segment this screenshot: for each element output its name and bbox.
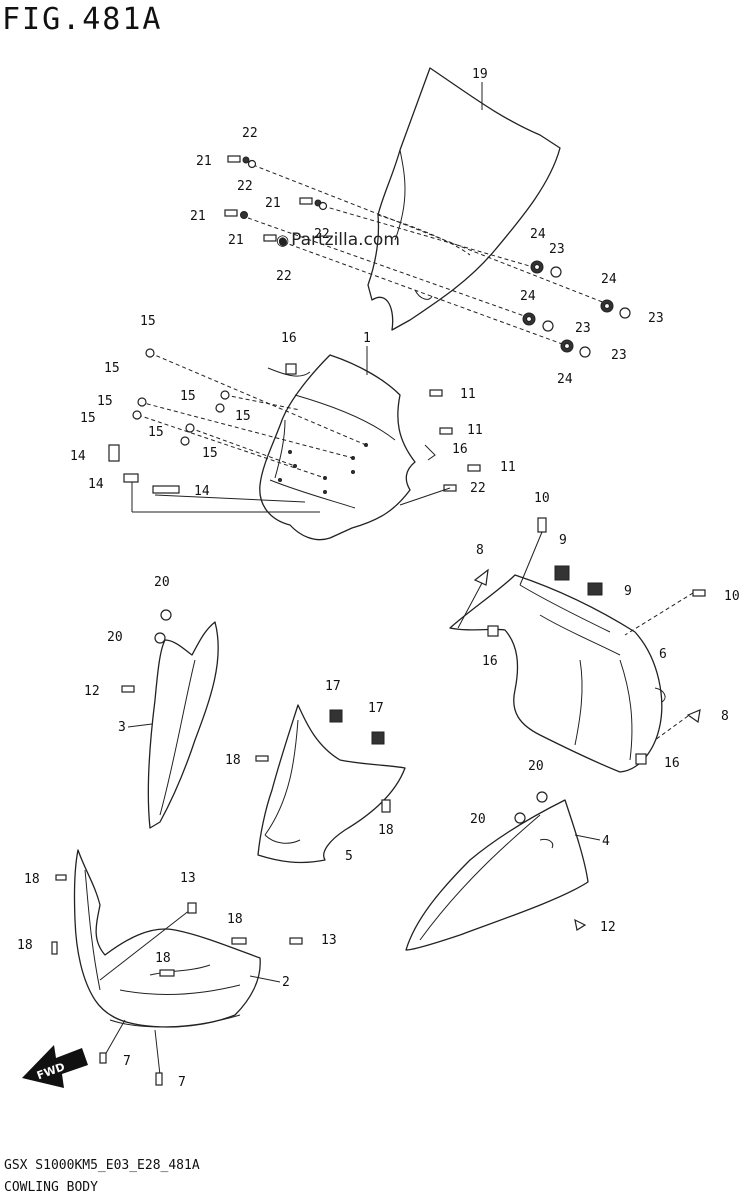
callout-15: 15 (80, 411, 96, 426)
callout-15: 15 (97, 394, 113, 409)
callout-21: 21 (228, 233, 244, 248)
callout-22: 22 (276, 269, 292, 284)
callout-15: 15 (104, 361, 120, 376)
callout-15: 15 (235, 409, 251, 424)
callout-20: 20 (528, 759, 544, 774)
part-3-side-cowl-left[interactable] (121, 609, 219, 829)
callout-12: 12 (600, 920, 616, 935)
callout-18: 18 (225, 753, 241, 768)
spring-16-group[interactable] (267, 363, 436, 461)
callout-24: 24 (557, 372, 573, 387)
part-4-side-cowl-right[interactable] (405, 791, 589, 951)
washer-22-group[interactable] (247, 159, 328, 211)
part-2-under-cowl[interactable] (51, 849, 303, 1086)
callout-15: 15 (202, 446, 218, 461)
callout-10: 10 (724, 589, 740, 604)
callout-3: 3 (118, 720, 126, 735)
callout-labels: 19 22 21 22 21 21 22 21 22 24 23 24 23 2… (17, 67, 740, 1090)
callout-18: 18 (378, 823, 394, 838)
callout-9: 9 (559, 533, 567, 548)
clip-14-group[interactable] (108, 444, 180, 494)
callout-21: 21 (265, 196, 281, 211)
callout-8: 8 (721, 709, 729, 724)
callout-19: 19 (472, 67, 488, 82)
callout-7: 7 (123, 1054, 131, 1069)
part-19-windscreen[interactable] (367, 67, 561, 331)
callout-9: 9 (624, 584, 632, 599)
watermark-text: Partzilla.com (291, 230, 400, 250)
callout-11: 11 (467, 423, 483, 438)
forward-direction-arrow: FWD (22, 1045, 88, 1088)
callout-24: 24 (530, 227, 546, 242)
part-6-lead-lines (457, 531, 694, 741)
callout-23: 23 (575, 321, 591, 336)
callout-15: 15 (140, 314, 156, 329)
screw-11-group[interactable] (429, 389, 481, 472)
callout-4: 4 (602, 834, 610, 849)
callout-16: 16 (664, 756, 680, 771)
section-name: COWLING BODY (4, 1180, 98, 1195)
callout-22: 22 (237, 179, 253, 194)
callout-18: 18 (17, 938, 33, 953)
callout-14: 14 (194, 484, 210, 499)
callout-18: 18 (227, 912, 243, 927)
callout-24: 24 (520, 289, 536, 304)
callout-23: 23 (648, 311, 664, 326)
part-6-hardware[interactable] (473, 517, 706, 765)
figure-title: FIG.481A (2, 2, 163, 37)
callout-13: 13 (321, 933, 337, 948)
callout-14: 14 (88, 477, 104, 492)
callout-16: 16 (281, 331, 297, 346)
callout-23: 23 (549, 242, 565, 257)
callout-22: 22 (314, 227, 330, 242)
callout-16: 16 (482, 654, 498, 669)
part-6-inner-panel[interactable] (449, 574, 666, 773)
callout-20: 20 (470, 812, 486, 827)
callout-8: 8 (476, 543, 484, 558)
windscreen-fastener-lines (247, 164, 606, 346)
part-1-upper-cowl[interactable] (259, 354, 416, 541)
callout-7: 7 (178, 1075, 186, 1090)
callout-6: 6 (659, 647, 667, 662)
callout-10: 10 (534, 491, 550, 506)
callout-12: 12 (84, 684, 100, 699)
grommet-24-group[interactable] (522, 260, 614, 353)
callout-22: 22 (470, 481, 486, 496)
callout-20: 20 (154, 575, 170, 590)
callout-15: 15 (148, 425, 164, 440)
callout-18: 18 (155, 951, 171, 966)
callout-2: 2 (282, 975, 290, 990)
callout-17: 17 (368, 701, 384, 716)
callout-18: 18 (24, 872, 40, 887)
callout-23: 23 (611, 348, 627, 363)
partzilla-watermark: ◉Partzilla.com (276, 230, 400, 250)
callout-11: 11 (500, 460, 516, 475)
model-code: GSX S1000KM5_E03_E28_481A (4, 1158, 200, 1173)
callout-22: 22 (242, 126, 258, 141)
callout-17: 17 (325, 679, 341, 694)
callout-16: 16 (452, 442, 468, 457)
callout-5: 5 (345, 849, 353, 864)
callout-14: 14 (70, 449, 86, 464)
callout-1: 1 (363, 331, 371, 346)
part-1-lead-lines (131, 352, 451, 513)
callout-21: 21 (196, 154, 212, 169)
callout-15: 15 (180, 389, 196, 404)
callout-20: 20 (107, 630, 123, 645)
globe-icon: ◉ (276, 231, 290, 249)
callout-21: 21 (190, 209, 206, 224)
nut-23-group[interactable] (542, 266, 631, 358)
part-5-center-cowl[interactable] (255, 704, 406, 864)
callout-11: 11 (460, 387, 476, 402)
callout-24: 24 (601, 272, 617, 287)
callout-13: 13 (180, 871, 196, 886)
nut-15-group[interactable] (132, 348, 230, 446)
